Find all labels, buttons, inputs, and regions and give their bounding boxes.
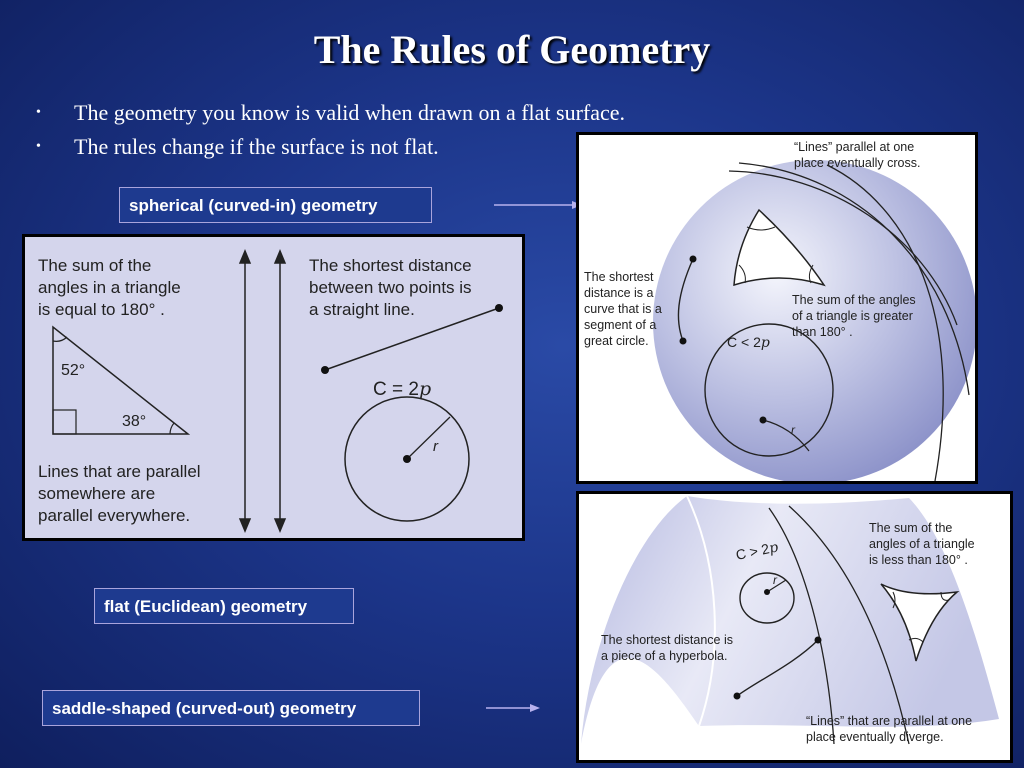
sphere-distance-text: The shortest distance is a curve that is… bbox=[584, 270, 665, 348]
segment-endpoint bbox=[733, 692, 741, 700]
saddle-surface bbox=[581, 496, 999, 744]
circle-center bbox=[403, 455, 411, 463]
saddle-geometry-diagram: The sum of the angles of a triangle is l… bbox=[581, 495, 999, 745]
angle-arc bbox=[892, 591, 896, 609]
distance-text: The shortest distance between two points… bbox=[309, 256, 476, 319]
saddle-geometry-label: saddle-shaped (curved-out) geometry bbox=[42, 690, 420, 726]
sphere-circumference: C < 2p bbox=[727, 334, 770, 351]
bullet-item: • The geometry you know is valid when dra… bbox=[30, 96, 625, 130]
angle-a-label: 52° bbox=[61, 362, 85, 379]
bullet-text: The rules change if the surface is not f… bbox=[74, 134, 439, 159]
bullet-text: The geometry you know is valid when draw… bbox=[74, 100, 626, 125]
line-endpoint bbox=[495, 304, 503, 312]
saddle-angle-text: The sum of the angles of a triangle is l… bbox=[869, 521, 978, 567]
right-triangle bbox=[52, 325, 191, 435]
angle-arc bbox=[940, 591, 950, 601]
bullet-list: • The geometry you know is valid when dra… bbox=[30, 96, 625, 164]
angle-arc bbox=[738, 264, 746, 284]
sphere-line bbox=[826, 164, 944, 481]
segment-endpoint bbox=[814, 636, 822, 644]
angle-arc-top bbox=[52, 336, 68, 342]
sphere-angle-text: The sum of the angles of a triangle is g… bbox=[792, 293, 919, 339]
circle-center bbox=[759, 416, 767, 424]
circle-center bbox=[764, 589, 770, 595]
spherical-pointer-arrow bbox=[494, 201, 582, 209]
line-endpoint bbox=[321, 366, 329, 374]
sphere-radius-label: r bbox=[791, 423, 796, 437]
angle-arc-right bbox=[169, 422, 175, 435]
spherical-geometry-diagram: “Lines” parallel at one place eventually… bbox=[584, 140, 975, 481]
saddle-circle bbox=[739, 572, 795, 624]
saddle-parallel-text: “Lines” that are parallel at one place e… bbox=[806, 714, 976, 744]
sphere-line bbox=[728, 170, 958, 326]
radius-line bbox=[762, 419, 810, 452]
sphere bbox=[653, 160, 975, 481]
saddle-fold bbox=[686, 495, 716, 727]
saddle-line bbox=[768, 507, 835, 745]
spherical-triangle bbox=[733, 208, 826, 287]
sphere-parallel-text: “Lines” parallel at one place eventually… bbox=[794, 140, 920, 170]
angle-arc bbox=[808, 264, 814, 284]
radius-line bbox=[406, 416, 451, 460]
sphere-circle bbox=[704, 323, 834, 457]
saddle-line bbox=[788, 505, 910, 745]
spherical-geometry-panel: “Lines” parallel at one place eventually… bbox=[576, 132, 978, 484]
hyperbolic-triangle bbox=[880, 583, 960, 662]
parallel-arrows bbox=[238, 249, 287, 533]
flat-geometry-diagram: The sum of the angles in a triangle is e… bbox=[38, 249, 503, 533]
sphere-line bbox=[738, 162, 970, 396]
parallel-text: Lines that are parallel somewhere are pa… bbox=[38, 462, 205, 525]
saddle-circumference: C > 2p bbox=[734, 538, 779, 564]
saddle-distance-text: The shortest distance is a piece of a hy… bbox=[601, 633, 737, 663]
saddle-pointer-arrow bbox=[486, 704, 540, 712]
saddle-radius-label: r bbox=[773, 573, 778, 587]
flat-circle bbox=[344, 396, 470, 522]
hyperbola-segment bbox=[736, 639, 819, 697]
radius-label: r bbox=[433, 438, 439, 455]
radius-line bbox=[766, 579, 787, 593]
spherical-geometry-label: spherical (curved-in) geometry bbox=[119, 187, 432, 223]
straight-line bbox=[324, 307, 500, 371]
slide-title: The Rules of Geometry bbox=[313, 27, 711, 72]
saddle-geometry-panel: The sum of the angles of a triangle is l… bbox=[576, 491, 1013, 763]
angle-arc bbox=[746, 226, 776, 231]
angle-sum-text: The sum of the angles in a triangle is e… bbox=[38, 256, 185, 319]
right-angle-mark bbox=[52, 409, 77, 435]
bullet-item: • The rules change if the surface is not … bbox=[30, 130, 625, 164]
angle-arc bbox=[908, 637, 924, 643]
circumference-formula: C = 2p bbox=[373, 378, 431, 400]
segment-endpoint bbox=[689, 255, 697, 263]
bullet-marker: • bbox=[36, 139, 41, 154]
great-circle-segment bbox=[677, 258, 694, 342]
angle-b-label: 38° bbox=[122, 413, 146, 430]
bullet-marker: • bbox=[36, 105, 41, 120]
flat-geometry-panel: The sum of the angles in a triangle is e… bbox=[22, 234, 525, 541]
flat-geometry-label: flat (Euclidean) geometry bbox=[94, 588, 354, 624]
segment-endpoint bbox=[679, 337, 687, 345]
